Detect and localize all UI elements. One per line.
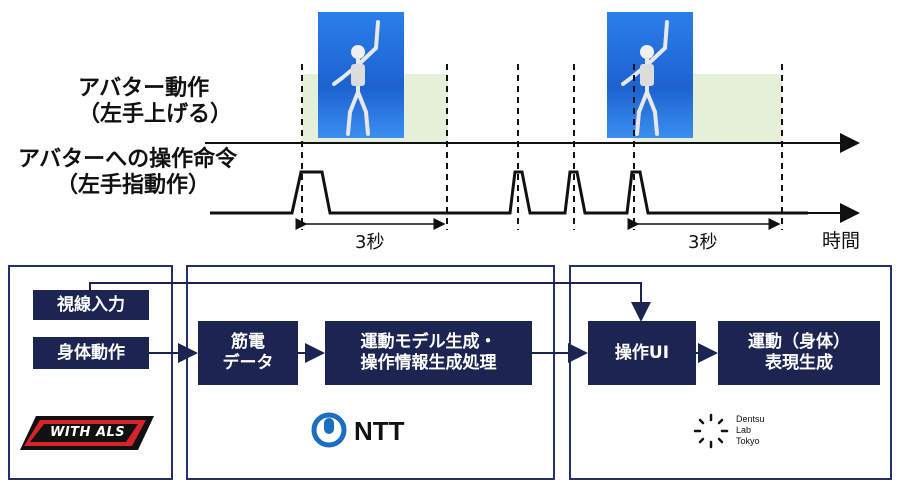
emg-data-box: 筋電 データ xyxy=(198,321,298,385)
dentsu-logo-text: Dentsu Lab Tokyo xyxy=(736,414,765,446)
avatar-image-1 xyxy=(318,12,404,138)
ntt-logo: NTT xyxy=(310,410,430,450)
time-axis-label: 時間 xyxy=(822,230,861,252)
gaze-input-box: 視線入力 xyxy=(33,290,149,320)
command-label: アバターへの操作命令 （左手指動作） xyxy=(18,147,238,198)
section-ntt-processing xyxy=(186,265,555,480)
duration-label-2: 3秒 xyxy=(688,232,718,253)
ntt-logo-text: NTT xyxy=(354,416,405,446)
ntt-logo-mark xyxy=(311,412,347,448)
dentsu-logo-mark xyxy=(693,413,729,449)
operation-ui-box: 操作UI xyxy=(588,321,696,385)
withals-logo-text: WITH ALS xyxy=(50,425,126,440)
section-ui-expression xyxy=(569,265,892,480)
processing-box: 運動モデル生成・ 操作情報生成処理 xyxy=(325,321,532,385)
avatar-motion-label: アバター動作 （左手上げる） xyxy=(78,76,233,127)
dashed-markers xyxy=(301,64,783,230)
duration-label-1: 3秒 xyxy=(355,232,385,253)
section-user-input xyxy=(8,265,173,480)
avatar-image-2 xyxy=(607,12,693,138)
withals-logo: WITH ALS xyxy=(20,416,154,452)
skeleton-figure-2 xyxy=(621,20,669,136)
command-signal xyxy=(210,170,808,215)
body-motion-box: 身体動作 xyxy=(33,337,149,369)
expression-box: 運動（身体） 表現生成 xyxy=(718,321,880,385)
dentsu-lab-logo: Dentsu Lab Tokyo xyxy=(692,410,782,456)
skeleton-figure-1 xyxy=(332,20,380,136)
